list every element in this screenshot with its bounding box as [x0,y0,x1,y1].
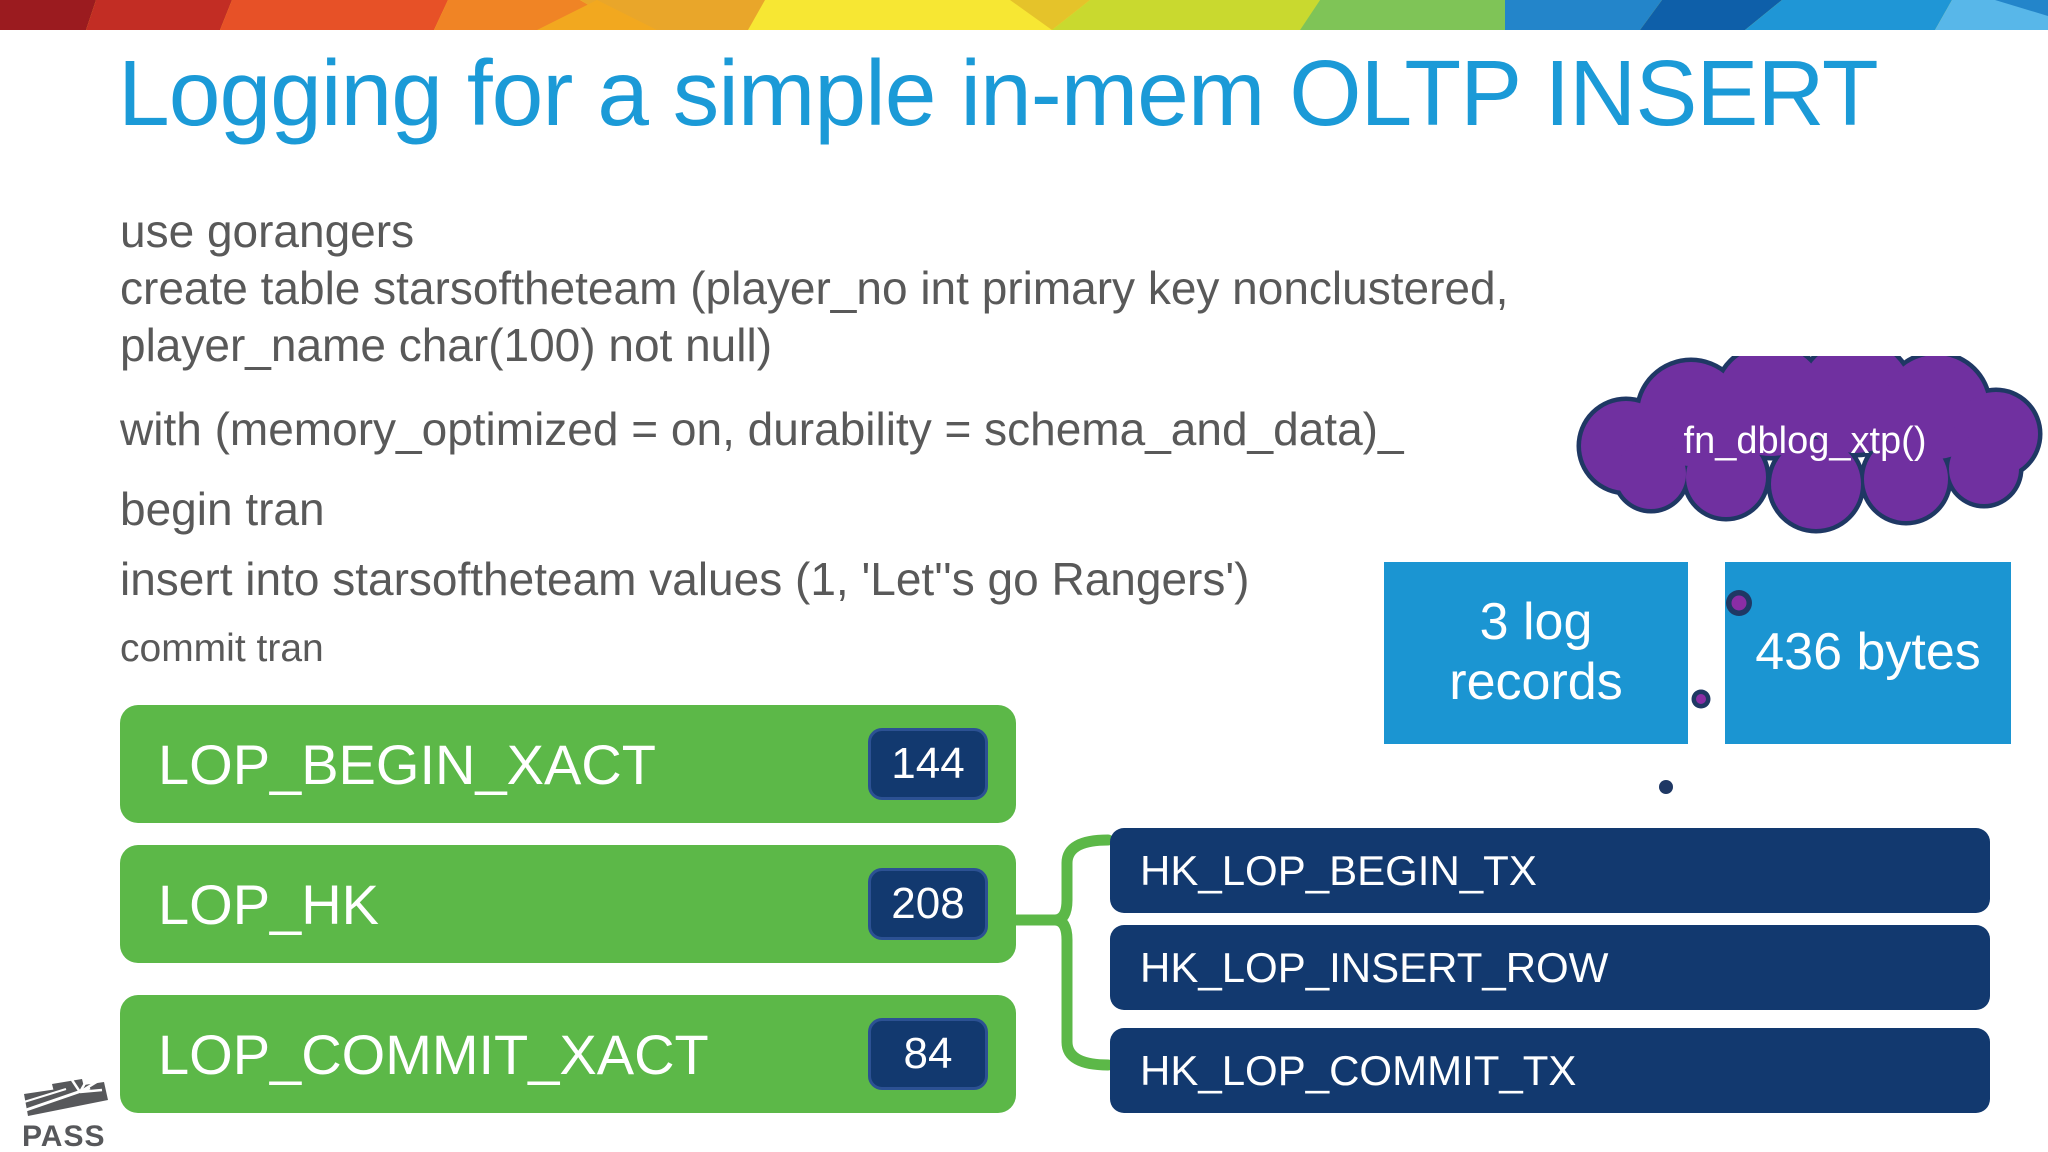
log-record-row-hk: LOP_HK 208 [120,845,1016,963]
code-line-use: use gorangers [120,205,415,257]
byte-count-badge: 84 [868,1018,988,1090]
total-bytes-label: 436 bytes [1755,623,1981,682]
code-line-begin-tran: begin tran [120,483,325,535]
pass-logo-text: PASS [22,1120,105,1152]
log-record-row-begin-xact: LOP_BEGIN_XACT 144 [120,705,1016,823]
log-count-line2: records [1449,653,1623,711]
byte-count-badge: 208 [868,868,988,940]
log-count-line1: 3 log [1479,593,1593,652]
log-record-label: LOP_BEGIN_XACT [158,732,656,796]
hk-record-label: HK_LOP_COMMIT_TX [1140,1046,1577,1094]
code-line-commit-tran: commit tran [120,627,324,670]
slide-title: Logging for a simple in-mem OLTP INSERT [118,41,1879,145]
log-record-label: LOP_COMMIT_XACT [158,1022,709,1086]
rainbow-banner [0,0,2048,30]
code-line-player-name: player_name char(100) not null) [120,319,773,371]
log-record-row-commit-xact: LOP_COMMIT_XACT 84 [120,995,1016,1113]
code-line-with-options: with (memory_optimized = on, durability … [120,403,1404,455]
fn-dblog-xtp-cloud [1576,356,2043,534]
log-count-callout: 3 log records [1384,562,1688,744]
pass-flag-icon [23,1077,108,1116]
code-line-create-table: create table starsoftheteam (player_no i… [120,262,1509,314]
log-record-label: LOP_HK [158,872,379,936]
hk-record-label: HK_LOP_INSERT_ROW [1140,943,1609,991]
hk-record-row-begin-tx: HK_LOP_BEGIN_TX [1110,828,1990,913]
hk-record-row-insert-row: HK_LOP_INSERT_ROW [1110,925,1990,1010]
brace-connector [1009,834,1114,1071]
connector-dots [1659,590,1752,794]
byte-count-badge: 144 [868,728,988,800]
code-line-insert: insert into starsoftheteam values (1, 'L… [120,553,1250,605]
pass-logo: PASS [22,1077,108,1152]
cloud-label: fn_dblog_xtp() [1683,420,1927,462]
hk-record-row-commit-tx: HK_LOP_COMMIT_TX [1110,1028,1990,1113]
total-bytes-callout: 436 bytes [1725,562,2011,744]
connector-dot-small [1659,780,1673,794]
hk-record-label: HK_LOP_BEGIN_TX [1140,846,1537,894]
